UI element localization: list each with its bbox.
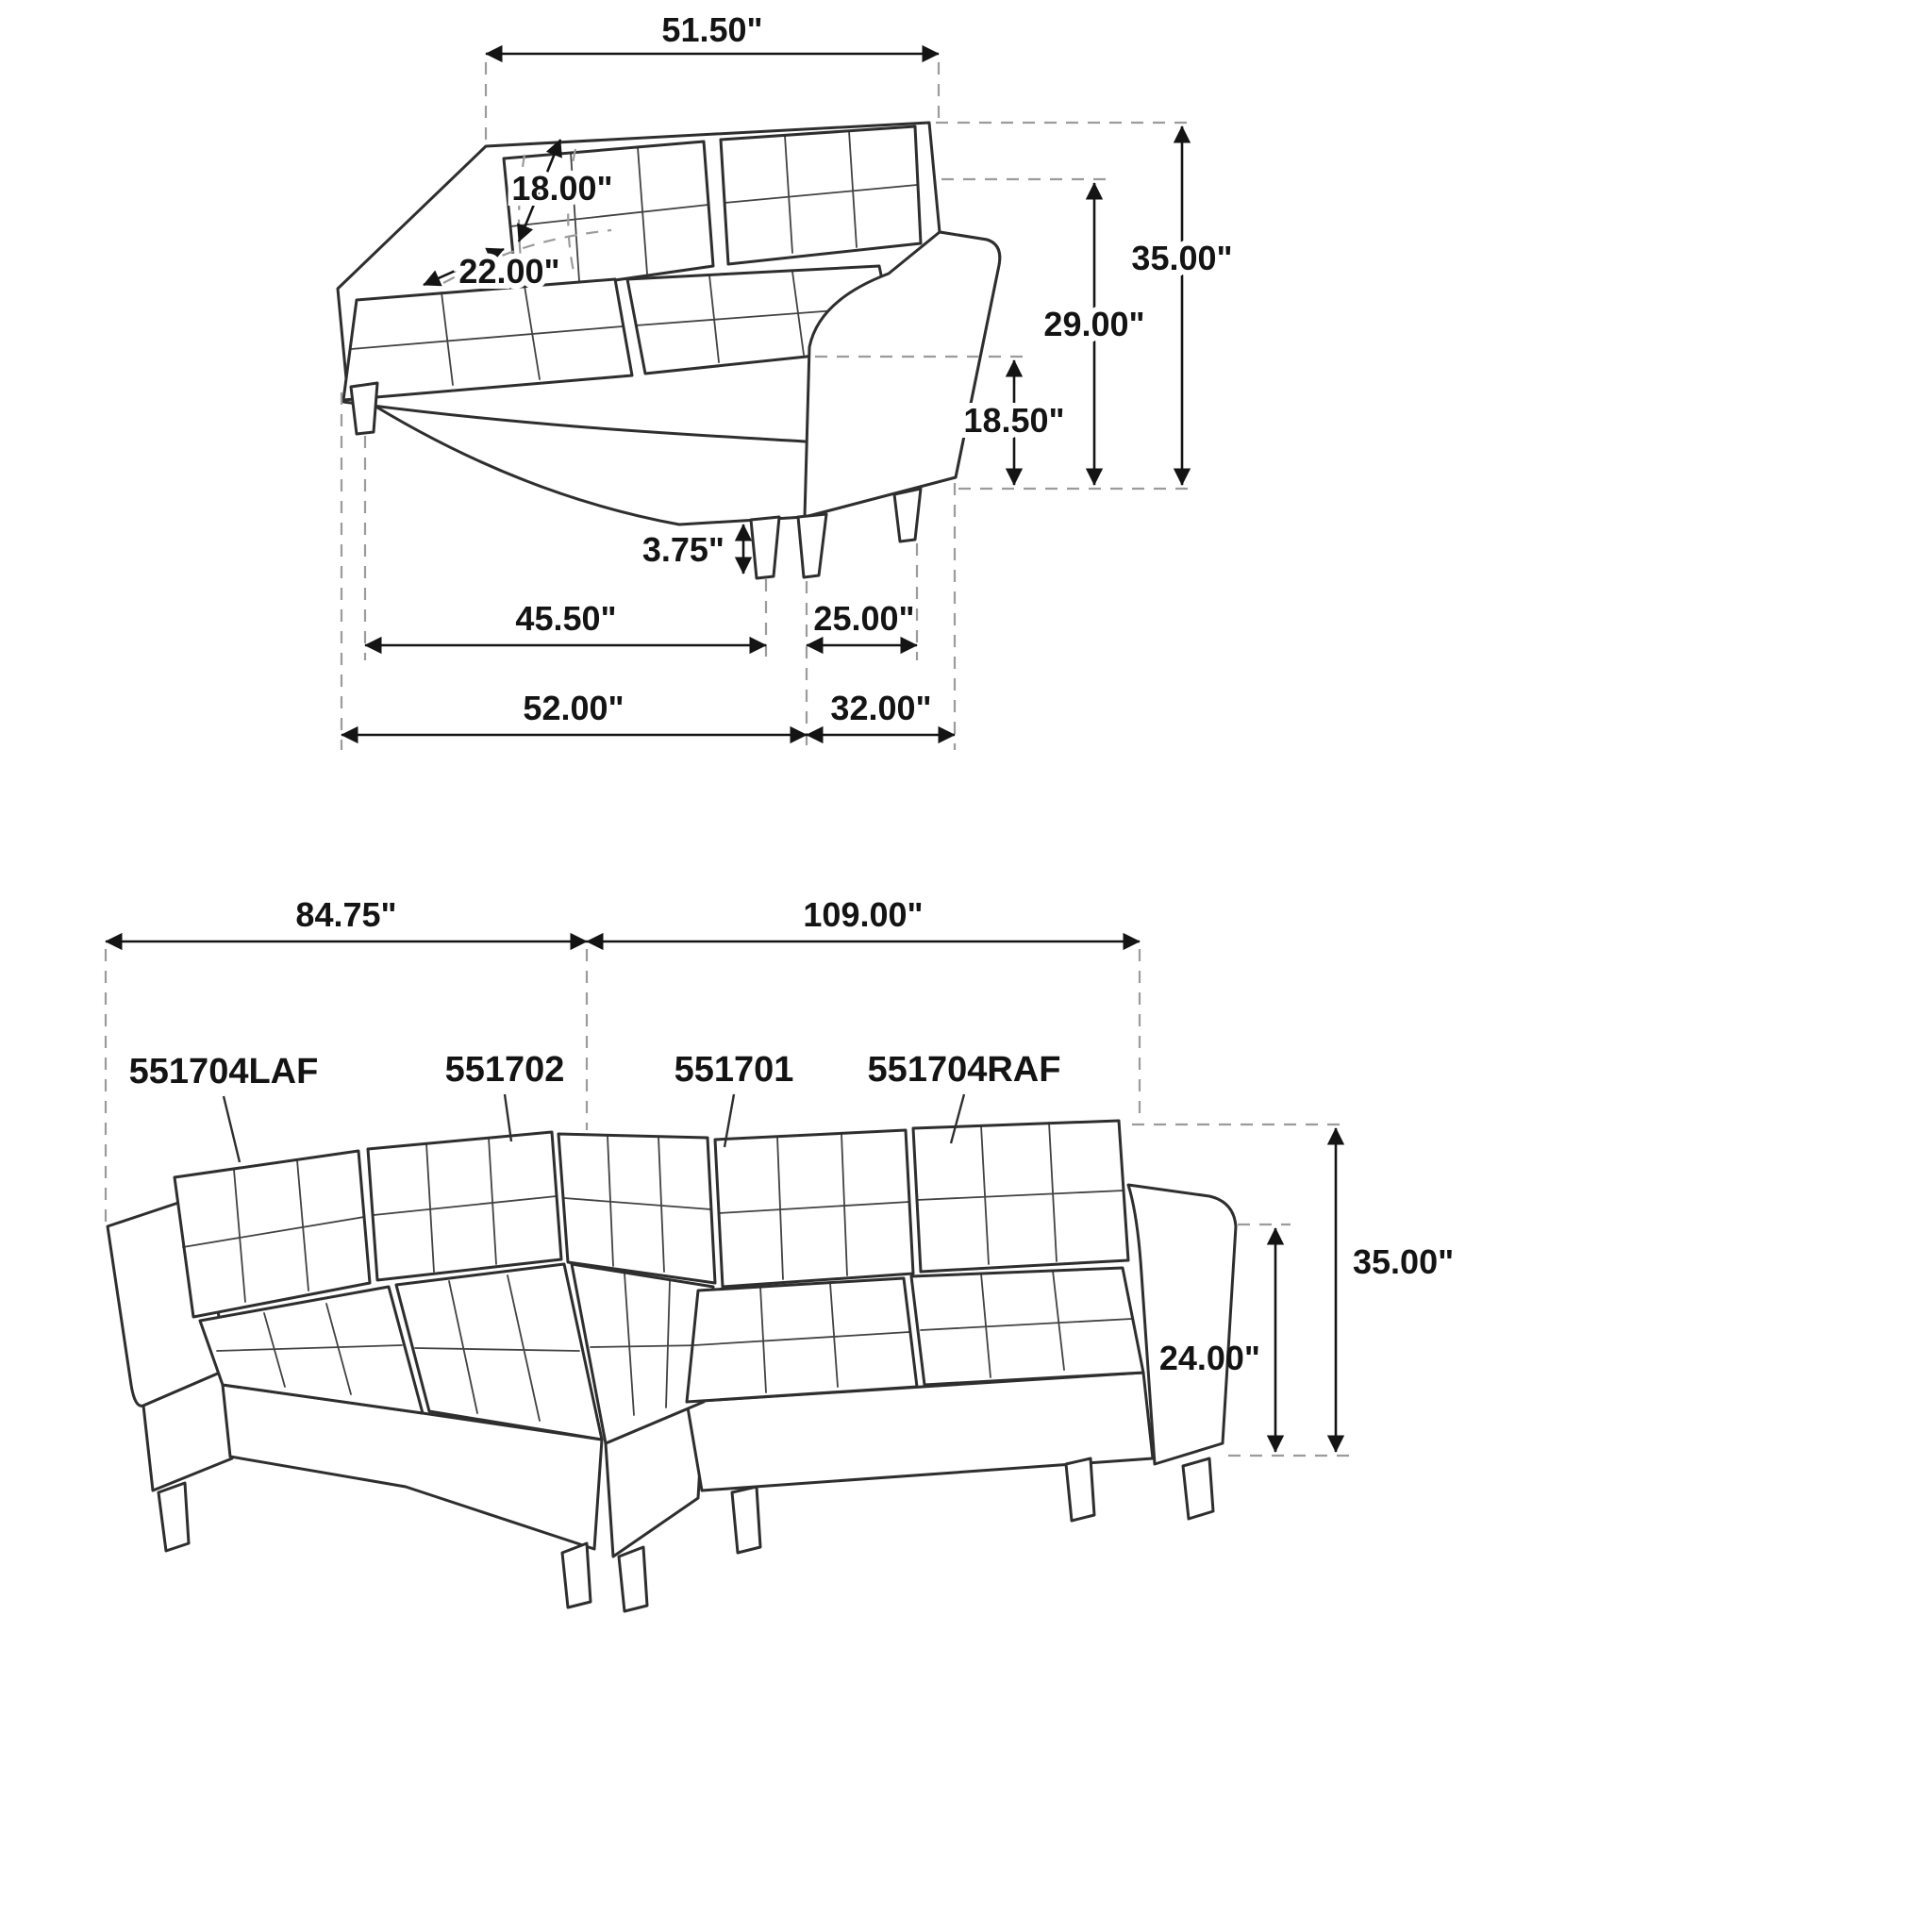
left-seat-cushion-1 xyxy=(198,1285,425,1415)
tuft-stitching xyxy=(373,1137,558,1273)
dim-seat-height: 18.50" xyxy=(815,355,1071,486)
dim-overall-height: 35.00" xyxy=(936,121,1239,491)
part-labels: 551704LAF 551702 551701 551704RAF xyxy=(129,1050,1061,1163)
leader-lines xyxy=(222,1093,966,1163)
sectional-arm-height-label: 24.00" xyxy=(1159,1339,1260,1377)
overall-depth-label: 32.00" xyxy=(830,689,931,727)
tuft-stitching xyxy=(563,1135,712,1273)
right-back-cushion-1 xyxy=(713,1128,915,1289)
part-label-armless-2: 551702 xyxy=(445,1050,565,1090)
dim-arm-width: 25.00" xyxy=(806,543,919,660)
extension-lines xyxy=(484,62,941,140)
dim-sectional-height: 35.00" xyxy=(1132,1123,1454,1457)
right-seat-cushion-2 xyxy=(909,1266,1145,1387)
tuft-stitching xyxy=(693,1282,910,1393)
tuft-stitching xyxy=(590,1273,705,1416)
back-width-label: 51.50" xyxy=(661,10,762,49)
dim-back-width: 51.50" xyxy=(484,10,941,140)
loveseat-drawing xyxy=(336,121,1002,580)
dim-leg-height: 3.75" xyxy=(642,524,753,575)
right-seat-cushion-1 xyxy=(685,1276,919,1404)
part-label-armless-1: 551701 xyxy=(675,1050,794,1090)
dim-overall-width: 52.00" xyxy=(340,392,808,750)
left-arm-front xyxy=(142,1368,234,1492)
left-seat-cushion-2 xyxy=(394,1262,604,1441)
dim-left-section-width: 84.75" xyxy=(104,895,589,1223)
loveseat-base-seam xyxy=(341,400,807,443)
tuft-stitching xyxy=(920,1270,1133,1378)
leg-height-label: 3.75" xyxy=(642,530,724,569)
left-back-cushion-1 xyxy=(173,1149,372,1319)
back-cushion-thickness-label: 18.00" xyxy=(511,169,612,208)
sectional-height-label: 35.00" xyxy=(1353,1242,1454,1281)
arm-width-label: 25.00" xyxy=(813,599,914,638)
part-label-raf: 551704RAF xyxy=(868,1050,1061,1090)
dim-overall-depth: 32.00" xyxy=(806,483,957,750)
extension-lines xyxy=(936,121,1194,491)
dim-back-cushion-thickness: 18.00" xyxy=(506,139,619,242)
back-height-label: 29.00" xyxy=(1043,305,1144,343)
right-section-width-label: 109.00" xyxy=(803,895,923,934)
dim-back-height: 29.00" xyxy=(941,177,1151,486)
seat-cushion-left xyxy=(341,277,634,402)
tuft-stitching xyxy=(718,1133,910,1280)
seat-height-label: 18.50" xyxy=(963,401,1064,440)
right-arm xyxy=(1126,1183,1238,1466)
dim-sectional-arm-height: 24.00" xyxy=(1159,1223,1291,1453)
tuft-stitching xyxy=(916,1122,1124,1265)
tuft-stitching xyxy=(350,285,624,386)
sofa-legs xyxy=(349,381,923,580)
sectional-drawing xyxy=(106,1119,1238,1613)
seat-depth-label: 22.00" xyxy=(458,252,559,291)
part-label-laf: 551704LAF xyxy=(129,1052,319,1091)
back-cushion-right xyxy=(719,125,923,266)
right-back-cushion-2 xyxy=(911,1119,1130,1274)
tuft-stitching xyxy=(216,1303,403,1395)
dim-right-section-width: 109.00" xyxy=(586,895,1141,1119)
dimension-line xyxy=(423,247,505,287)
dim-seat-width: 45.50" xyxy=(363,436,768,660)
overall-width-label: 52.00" xyxy=(523,689,624,727)
right-arm xyxy=(803,230,1002,519)
tuft-stitching xyxy=(724,130,918,254)
sectional-legs xyxy=(157,1457,1215,1613)
dimension-line xyxy=(517,139,562,242)
dim-seat-depth: 22.00" xyxy=(423,246,566,296)
left-section-width-label: 84.75" xyxy=(295,895,396,934)
tuft-stitching xyxy=(414,1274,580,1422)
extension-lines xyxy=(340,392,808,750)
extension-lines xyxy=(1132,1123,1349,1457)
tuft-stitching xyxy=(182,1159,365,1303)
overall-height-label: 35.00" xyxy=(1131,239,1232,277)
seat-width-label: 45.50" xyxy=(515,599,616,638)
extension-lines xyxy=(104,949,589,1223)
